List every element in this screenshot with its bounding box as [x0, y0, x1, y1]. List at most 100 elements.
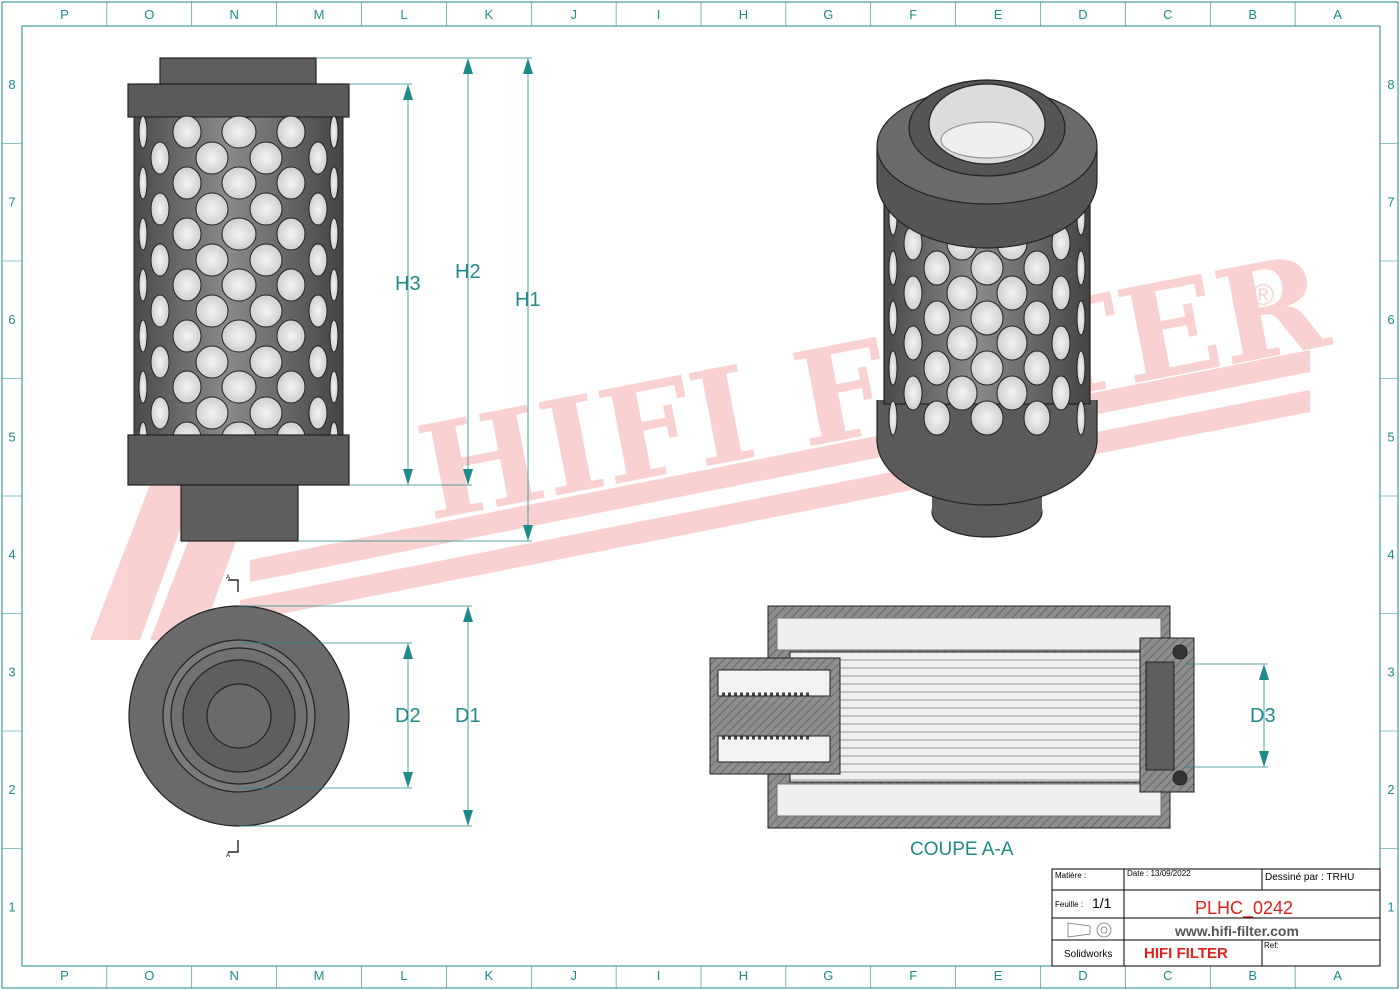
perforation-hole [329, 319, 339, 353]
grid-row-label: 1 [1387, 899, 1394, 914]
grid-row-label: 2 [8, 782, 15, 797]
grid-column-label: H [739, 7, 748, 22]
perforation-hole [172, 268, 202, 302]
perforation-hole [249, 396, 283, 430]
grid-column-label: L [400, 968, 407, 983]
perforation-hole [276, 115, 306, 149]
diameter-dimensions [239, 605, 472, 827]
grid-column-label: N [229, 7, 238, 22]
perforation-hole [329, 268, 339, 302]
iso-perforation-hole [888, 250, 898, 286]
iso-perforation-hole [888, 300, 898, 336]
grid-column-label: A [1333, 968, 1342, 983]
grid-column-label: H [739, 968, 748, 983]
title-block [1051, 868, 1381, 967]
perforation-hole [150, 396, 170, 430]
perforation-hole [276, 217, 306, 251]
perforation-hole [221, 166, 257, 200]
grid-row-label: 3 [8, 664, 15, 679]
grid-column-label: D [1078, 7, 1087, 22]
iso-perforation-hole [923, 250, 951, 286]
perforation-hole [138, 370, 148, 404]
grid-row-label: 4 [1387, 547, 1394, 562]
dimension-h2: H2 [455, 261, 481, 283]
iso-perforation-hole [1051, 325, 1071, 361]
grid-column-label: N [229, 968, 238, 983]
perforation-hole [195, 294, 229, 328]
grid-column-label: P [60, 7, 69, 22]
iso-perforation-hole [1051, 375, 1071, 411]
perforation-hole [150, 192, 170, 226]
diameter-arrows [403, 606, 473, 826]
perforation-hole [308, 141, 328, 175]
title-feuille-value: 1/1 [1092, 895, 1112, 911]
grid-row-label: 8 [8, 77, 15, 92]
iso-perforation-hole [923, 300, 951, 336]
grid-row-label: 5 [1387, 429, 1394, 444]
perforation-hole [172, 115, 202, 149]
grid-column-label: C [1163, 7, 1172, 22]
title-brand: HIFI FILTER [1144, 945, 1228, 962]
grid-column-label: M [314, 968, 325, 983]
d3-arrows [1259, 664, 1269, 767]
grid-row-label: 5 [8, 429, 15, 444]
top-cap-neck [159, 57, 317, 86]
title-matiere-label: Matière : [1055, 871, 1086, 880]
grid-row-label: 6 [1387, 312, 1394, 327]
iso-perforation-hole [970, 350, 1004, 386]
iso-perforation-hole [923, 400, 951, 436]
grid-column-label: L [400, 7, 407, 22]
section-caption: COUPE A-A [910, 839, 1014, 860]
iso-perforation-hole [946, 275, 978, 311]
grid-row-label: 3 [1387, 664, 1394, 679]
iso-perforation-hole [1076, 350, 1086, 386]
perforation-hole [249, 345, 283, 379]
perforation-hole [249, 141, 283, 175]
grid-row-label: 4 [8, 547, 15, 562]
perforation-hole [221, 217, 257, 251]
grid-column-label: I [657, 7, 661, 22]
iso-perforation-hole [970, 300, 1004, 336]
iso-perforation-hole [970, 250, 1004, 286]
perforation-hole [249, 192, 283, 226]
dimension-d1: D1 [455, 705, 481, 727]
isometric-view [876, 79, 1098, 538]
iso-perforation-hole [1076, 300, 1086, 336]
iso-perforation-hole [1051, 275, 1071, 311]
grid-column-label: F [909, 968, 917, 983]
projection-symbol-icon [1067, 922, 1112, 938]
iso-perforation-hole [1023, 250, 1051, 286]
grid-column-label: P [60, 968, 69, 983]
bottom-neck [180, 484, 299, 542]
perforation-hole [150, 243, 170, 277]
perforation-hole [249, 243, 283, 277]
iso-perforation-hole [888, 400, 898, 436]
grid-column-label: J [570, 7, 577, 22]
perforation-hole [329, 115, 339, 149]
title-feuille-label: Feuille : [1055, 900, 1083, 909]
grid-column-label: O [144, 968, 154, 983]
title-dessine-label: Dessiné par : TRHU [1265, 872, 1354, 883]
bottom-cap [127, 434, 350, 486]
dimension-h3: H3 [395, 273, 421, 295]
grid-row-label: 7 [8, 194, 15, 209]
perforation-hole [172, 217, 202, 251]
perforation-hole [195, 141, 229, 175]
perforation-hole [195, 345, 229, 379]
perforation-hole [138, 217, 148, 251]
perforation-hole [138, 319, 148, 353]
section-marker-top [228, 579, 239, 592]
iso-perforation-hole [1023, 300, 1051, 336]
title-date-label: Date : 13/09/2022 [1127, 869, 1191, 878]
perforation-hole [221, 115, 257, 149]
watermark-registered: ® [1252, 279, 1274, 312]
iso-perforation-hole [1076, 250, 1086, 286]
iso-perforation-hole [970, 400, 1004, 436]
perforation-hole [172, 166, 202, 200]
grid-row-label: 1 [8, 899, 15, 914]
perforation-hole [221, 319, 257, 353]
